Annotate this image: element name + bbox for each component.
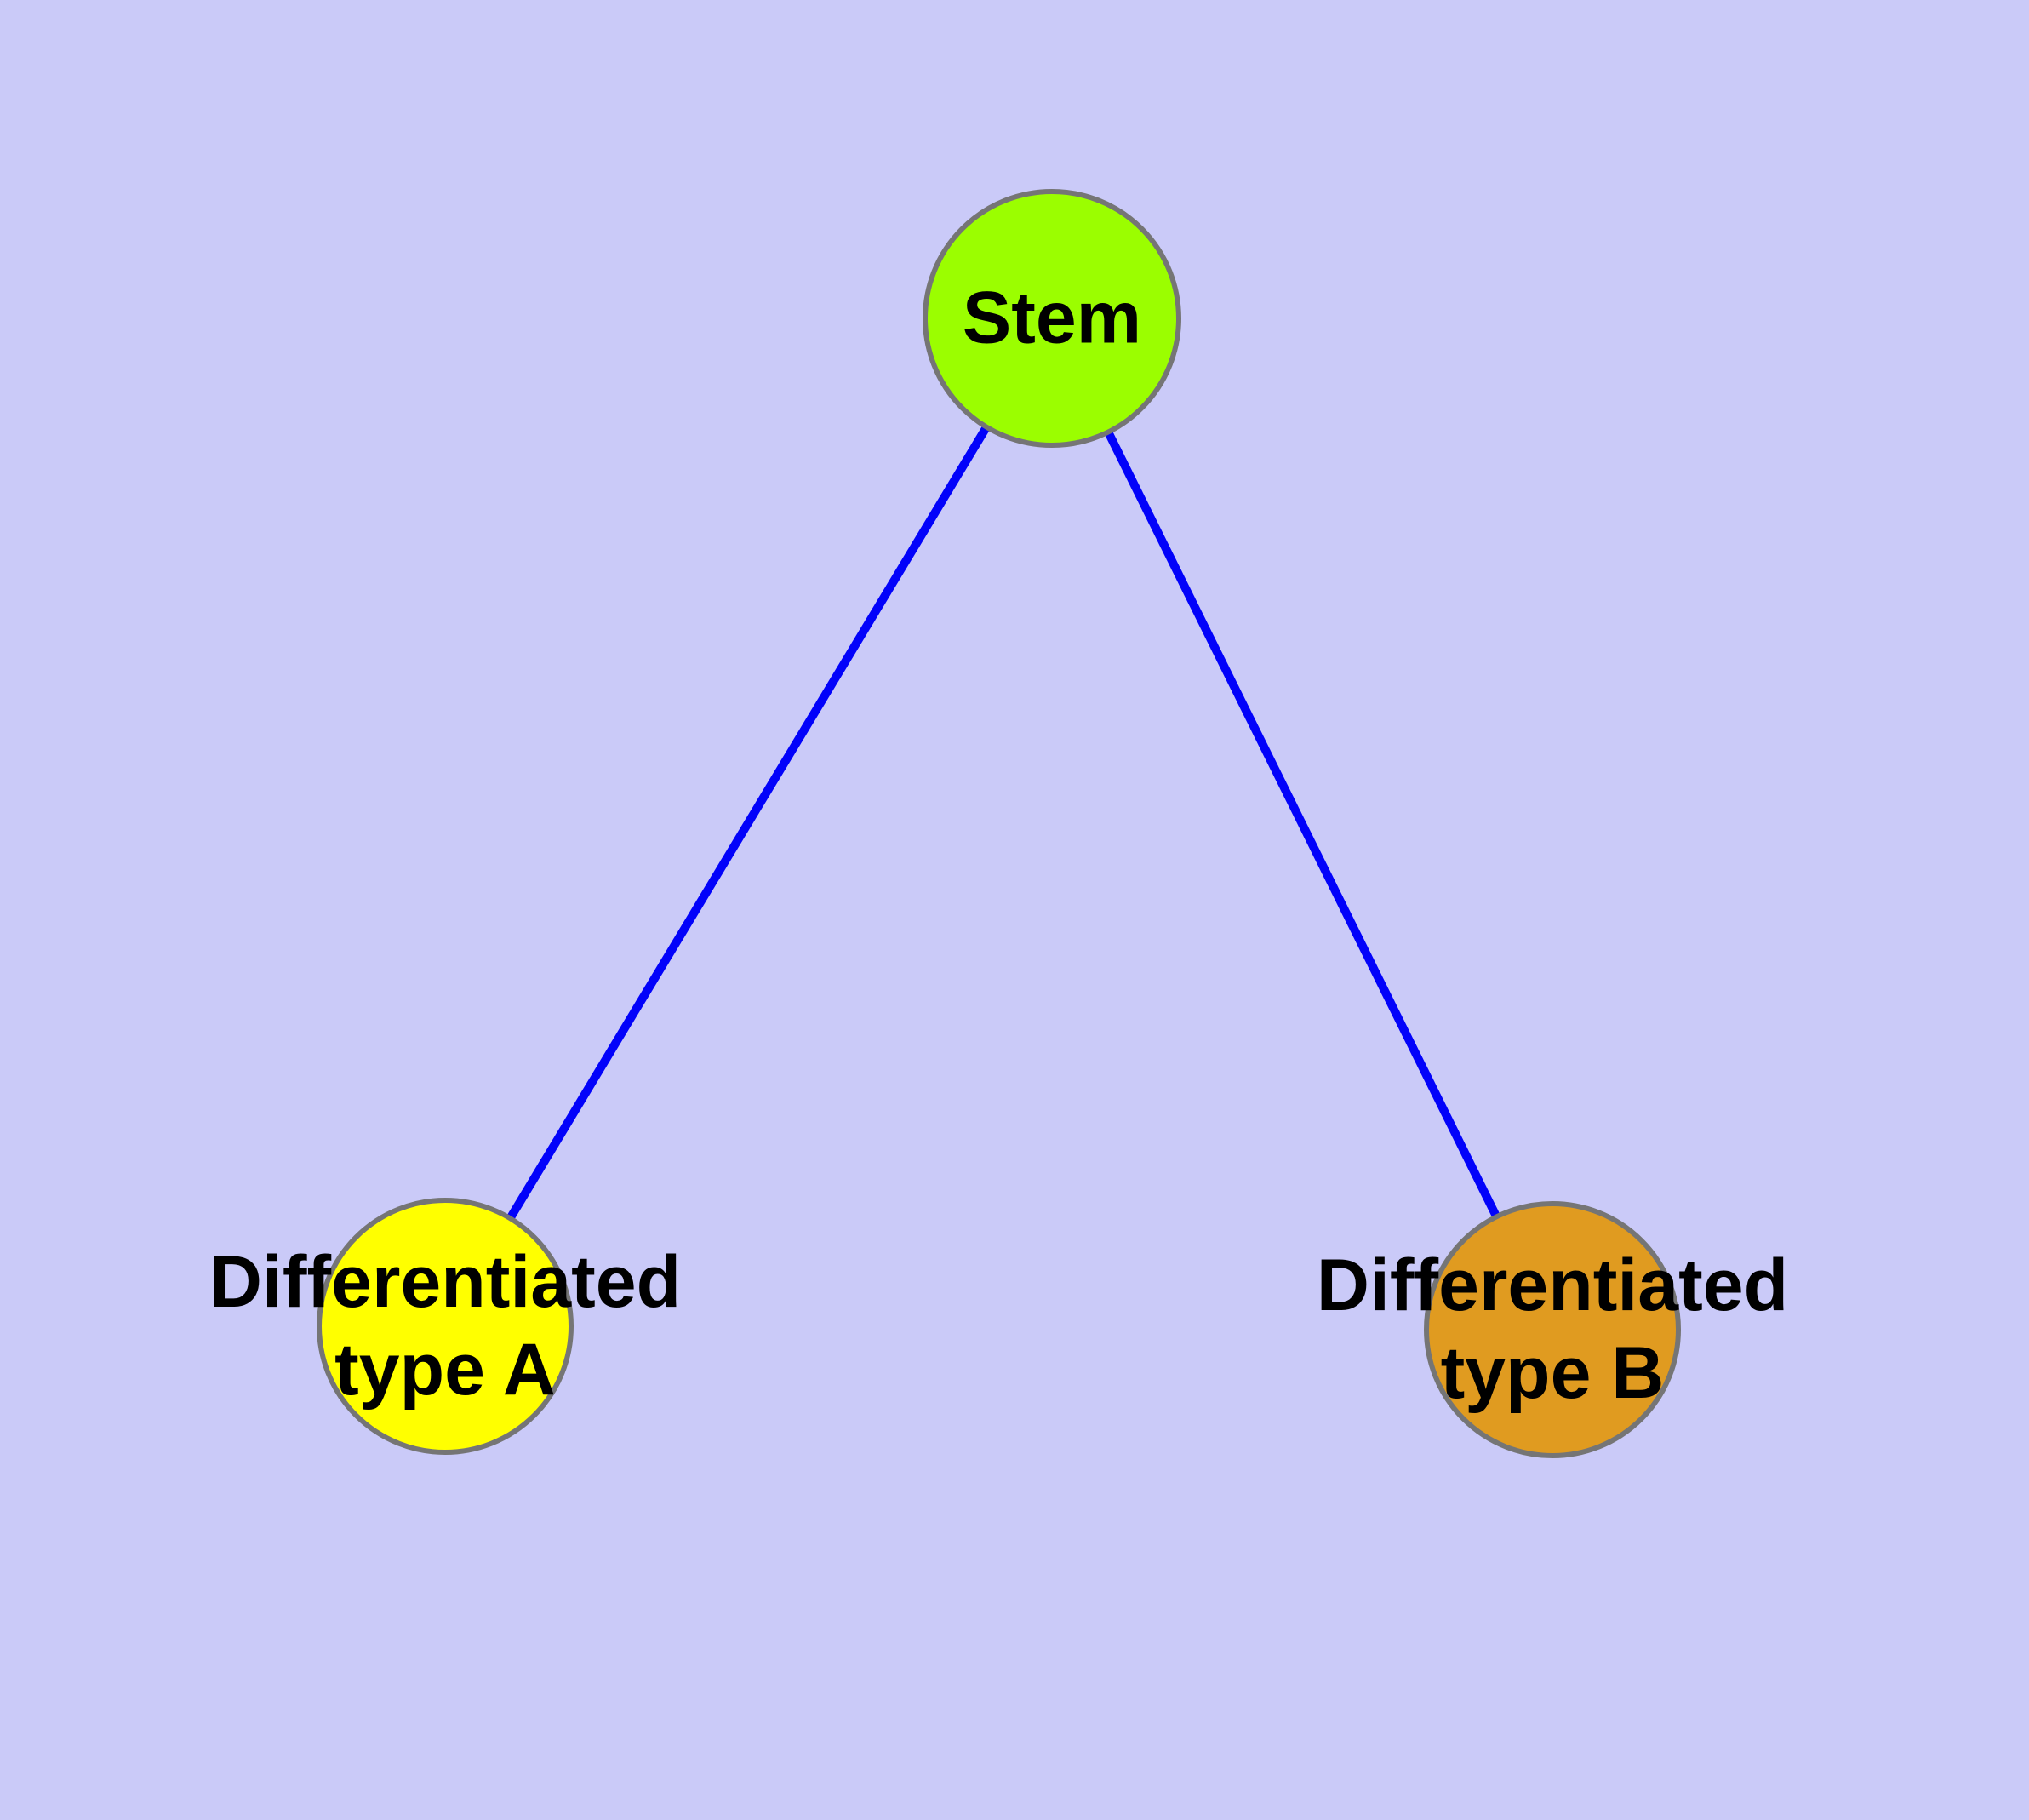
edge-stem-to-type-b	[1048, 316, 1557, 1332]
edge-stem-to-type-a	[441, 316, 1056, 1329]
differentiated-type-b-node	[1424, 1201, 1681, 1458]
differentiated-type-a-node	[317, 1198, 574, 1455]
stem-node	[923, 189, 1181, 448]
